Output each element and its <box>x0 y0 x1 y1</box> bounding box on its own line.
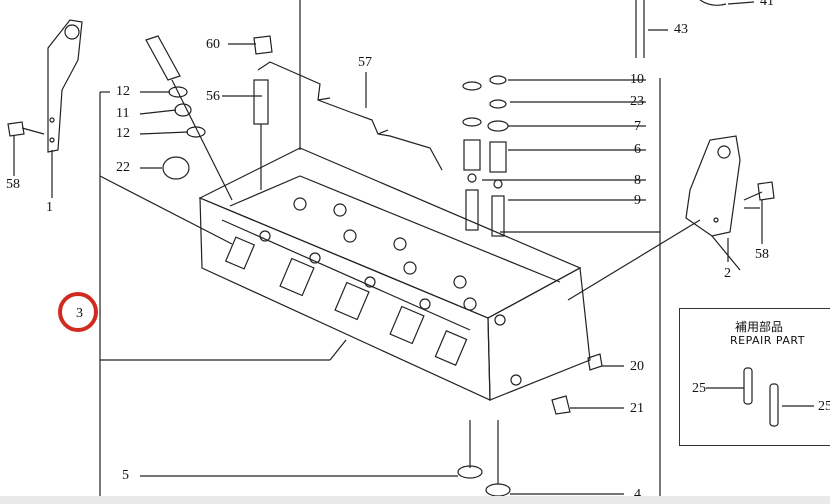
label-21: 21 <box>630 401 644 416</box>
fuel-leak-line <box>257 61 443 171</box>
label-56: 56 <box>206 89 220 104</box>
bottom-strip <box>0 496 830 504</box>
head-right-face <box>487 267 591 401</box>
label-60: 60 <box>206 37 220 52</box>
repair-part-title-en: REPAIR PART <box>730 334 805 347</box>
label-41: 41 <box>760 0 774 9</box>
label-9: 9 <box>634 193 641 208</box>
label-10: 10 <box>630 72 644 87</box>
label-11: 11 <box>116 106 130 121</box>
label-5: 5 <box>122 468 129 483</box>
label-7: 7 <box>634 119 641 134</box>
label-25-right: 25 <box>818 399 830 414</box>
label-1: 1 <box>46 200 53 215</box>
label-6: 6 <box>634 142 641 157</box>
head-top-face <box>198 147 582 319</box>
label-58-right: 58 <box>755 247 769 262</box>
label-22: 22 <box>116 160 130 175</box>
injector <box>253 79 269 125</box>
label-4: 4 <box>634 487 641 502</box>
label-8: 8 <box>634 173 641 188</box>
label-20: 20 <box>630 359 644 374</box>
repair-part-title-cn: 補用部品 <box>735 320 784 334</box>
bracket-right <box>685 135 741 237</box>
label-2: 2 <box>724 266 731 281</box>
label-58-left: 58 <box>6 177 20 192</box>
label-25-left: 25 <box>692 381 706 396</box>
label-57: 57 <box>358 55 372 70</box>
label-12-bottom: 12 <box>116 126 130 141</box>
highlight-circle <box>58 292 98 332</box>
label-12-top: 12 <box>116 84 130 99</box>
bracket-left <box>47 19 83 153</box>
repair-part-box <box>679 308 830 446</box>
label-43: 43 <box>674 22 688 37</box>
head-front-face <box>199 197 491 401</box>
label-23: 23 <box>630 94 644 109</box>
